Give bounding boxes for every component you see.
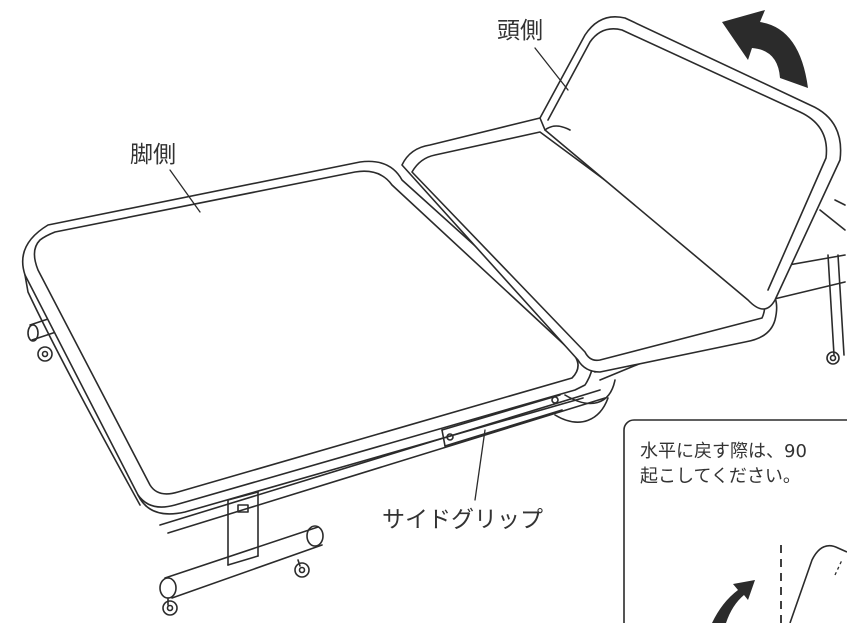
inset-backrest — [789, 544, 847, 623]
front-casters — [162, 559, 310, 616]
side-grip — [441, 394, 563, 447]
label-side-grip: サイドグリップ — [382, 507, 543, 533]
note-line-2: 起こしてください。 — [640, 466, 801, 487]
label-head-side: 頭側 — [497, 18, 543, 44]
inset-arrow-icon — [712, 580, 755, 623]
foot-mattress — [21, 160, 594, 515]
note-line-1: 水平に戻す際は、90 — [640, 441, 807, 462]
rear-frame — [759, 199, 846, 356]
head-backrest — [539, 16, 842, 310]
note-inset: 水平に戻す際は、90 起こしてください。 — [623, 419, 847, 623]
curved-arrow-icon — [722, 10, 808, 88]
foot-bar — [159, 525, 324, 599]
label-foot-side: 脚側 — [130, 142, 176, 168]
leader-lines — [169, 47, 569, 501]
rear-caster — [826, 351, 840, 365]
